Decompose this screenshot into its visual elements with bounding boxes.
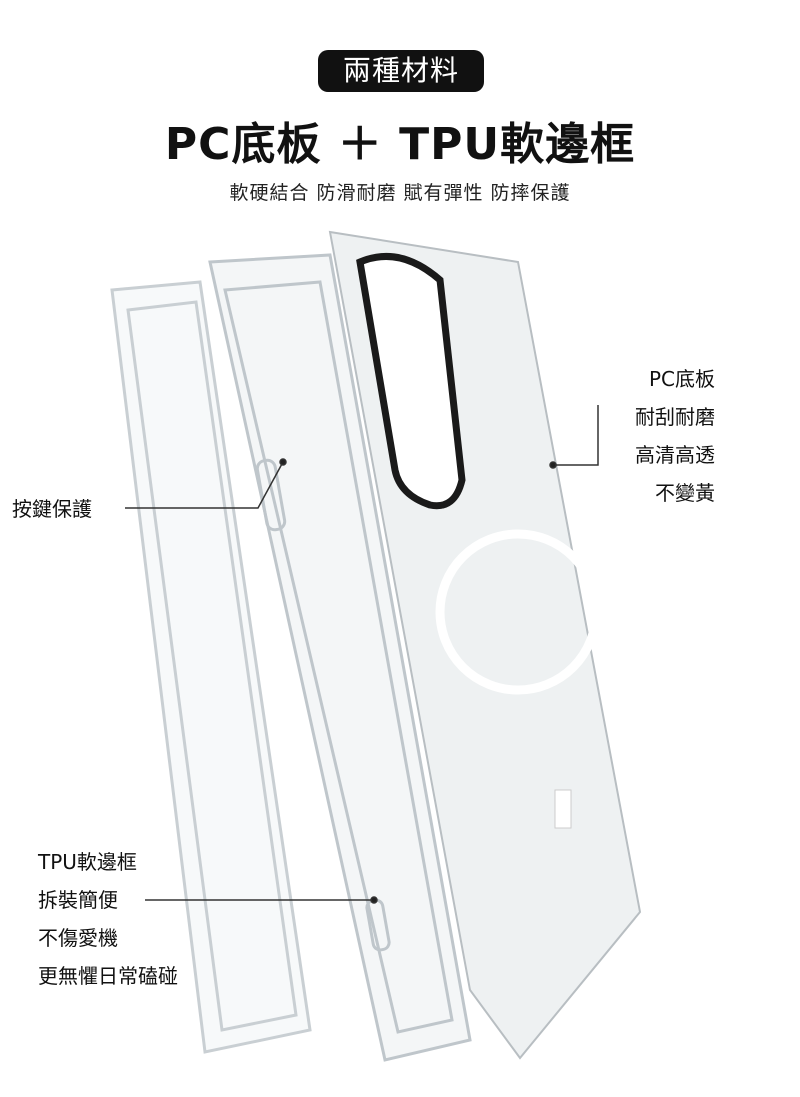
callout-line: PC底板 — [648, 367, 715, 391]
tpu-frame-front — [208, 253, 472, 1062]
callout-pc-plate: PC底板 耐刮耐磨 高清高透 不變黃 — [635, 360, 715, 512]
pc-back-plate — [328, 230, 642, 1060]
callout-button-protection: 按鍵保護 — [12, 497, 92, 521]
header-badge: 兩種材料 — [318, 50, 484, 92]
camera-cutout — [356, 252, 466, 510]
callout-lines — [125, 405, 599, 904]
tpu-frame-back — [110, 280, 312, 1054]
callout-line: TPU軟邊框 — [38, 850, 137, 874]
callout-line: 不傷愛機 — [38, 926, 118, 950]
page-subtitle: 軟硬結合 防滑耐磨 賦有彈性 防摔保護 — [229, 182, 571, 204]
callout-line: 高清高透 — [635, 443, 715, 467]
callout-line: 更無懼日常磕碰 — [38, 964, 178, 988]
callout-line: 拆裝簡便 — [38, 888, 118, 912]
magsafe-ring — [435, 529, 601, 695]
callout-line: 耐刮耐磨 — [635, 405, 715, 429]
callout-line: 不變黃 — [655, 481, 715, 505]
page-title: PC底板 ＋ TPU軟邊框 — [164, 119, 636, 170]
callout-tpu-frame: TPU軟邊框 拆裝簡便 不傷愛機 更無懼日常磕碰 — [38, 843, 178, 995]
